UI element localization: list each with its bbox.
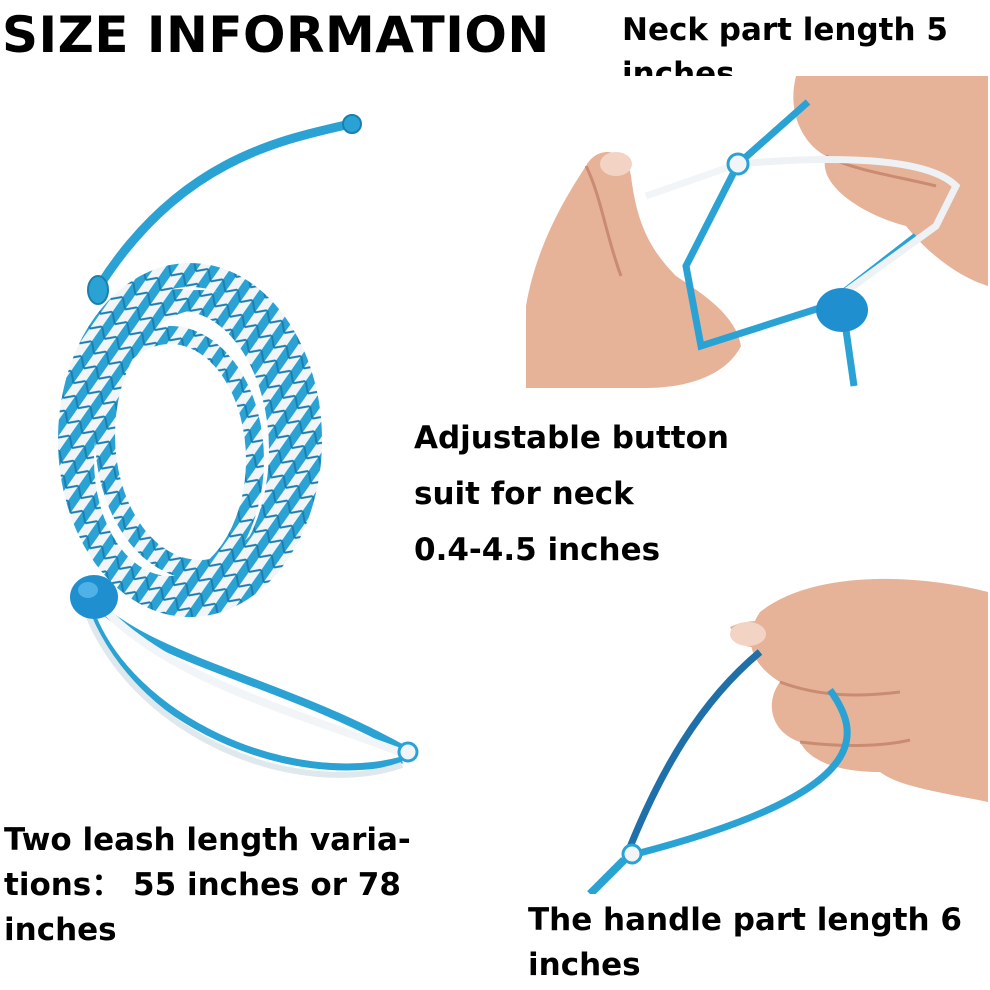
page-title: SIZE INFORMATION bbox=[2, 6, 550, 64]
neck-length-caption: Neck part length 5 inches bbox=[622, 8, 948, 96]
neck-loop-photo bbox=[526, 76, 988, 388]
adjustable-button-caption: Adjustable button suit for neck 0.4-4.5 … bbox=[414, 410, 729, 578]
braided-leash-photo bbox=[30, 100, 450, 800]
adjustable-line-3: 0.4-4.5 inches bbox=[414, 532, 661, 568]
handle-line-2: inches bbox=[528, 947, 641, 983]
neck-length-line-1: Neck part length 5 bbox=[622, 12, 948, 48]
handle-line-1: The handle part length 6 bbox=[528, 902, 962, 938]
leash-length-caption: Two leash length varia- tions： 55 inches… bbox=[4, 818, 411, 953]
handle-length-caption: The handle part length 6 inches bbox=[528, 898, 962, 988]
braided-leash-illustration bbox=[58, 114, 419, 778]
leash-line-2: tions： 55 inches or 78 bbox=[4, 867, 401, 903]
adjustable-line-2: suit for neck bbox=[414, 476, 634, 512]
handle-loop-photo bbox=[580, 572, 988, 894]
leash-line-1: Two leash length varia- bbox=[4, 822, 411, 858]
neck-loop-illustration bbox=[526, 76, 988, 388]
adjustable-line-1: Adjustable button bbox=[414, 420, 729, 456]
handle-loop-illustration bbox=[580, 572, 988, 894]
leash-line-3: inches bbox=[4, 912, 117, 948]
